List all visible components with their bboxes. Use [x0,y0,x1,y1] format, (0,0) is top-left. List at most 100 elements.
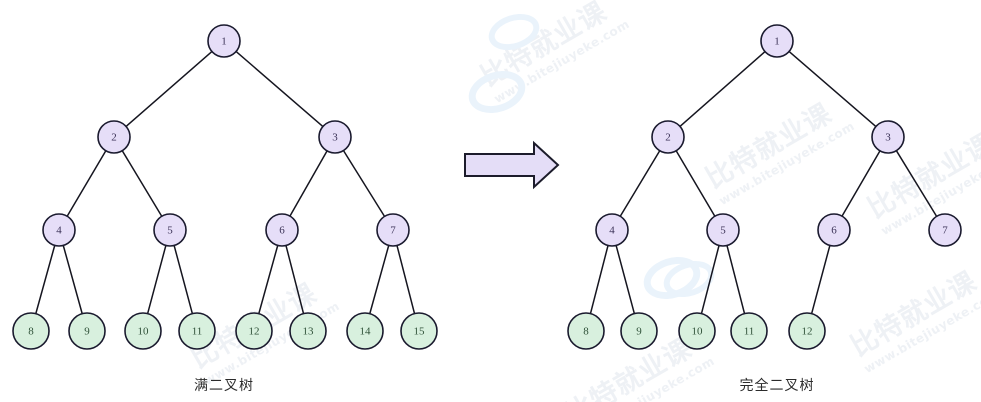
full-tree-node-6[interactable]: 6 [265,213,299,247]
node-label: 13 [303,326,315,338]
node-circle [400,312,438,350]
node-circle [730,312,768,350]
node-label: 1 [774,36,780,48]
full-tree-node-7[interactable]: 7 [376,213,410,247]
complete-tree-node-10[interactable]: 10 [678,312,716,350]
right-block-arrow-icon [464,140,560,190]
node-circle [760,24,794,58]
tree-edge [34,243,56,315]
node-label: 8 [28,326,34,338]
full-tree-node-11[interactable]: 11 [178,312,216,350]
node-circle [346,312,384,350]
complete-tree-node-12[interactable]: 12 [788,312,826,350]
node-circle [42,213,76,247]
full-tree-node-12[interactable]: 12 [235,312,273,350]
node-circle [153,213,187,247]
node-circle [376,213,410,247]
tree-edge [840,148,882,218]
node-circle [12,312,50,350]
node-circle [124,312,162,350]
full-tree-node-3[interactable]: 3 [318,120,352,154]
complete-tree-node-4[interactable]: 4 [595,213,629,247]
complete-binary-tree-caption: 完全二叉树 [740,377,815,394]
tree-edge [725,243,746,315]
node-label: 6 [831,225,837,237]
node-label: 6 [279,225,285,237]
full-tree-node-15[interactable]: 15 [400,312,438,350]
node-circle [68,312,106,350]
node-circle [567,312,605,350]
node-circle [289,312,327,350]
full-tree-node-4[interactable]: 4 [42,213,76,247]
node-circle [318,120,352,154]
node-circle [235,312,273,350]
tree-edge [368,243,390,315]
tree-edge [810,243,832,315]
complete-tree-node-11[interactable]: 11 [730,312,768,350]
full-tree-node-10[interactable]: 10 [124,312,162,350]
tree-edge [257,243,279,315]
node-label: 5 [167,225,173,237]
node-circle [928,213,962,247]
node-label: 9 [84,326,90,338]
node-label: 1 [221,36,227,48]
full-tree-node-5[interactable]: 5 [153,213,187,247]
tree-edge [395,243,416,315]
node-label: 7 [942,225,948,237]
node-label: 7 [390,225,396,237]
tree-edge [146,243,168,315]
node-label: 8 [583,326,589,338]
node-label: 4 [609,225,615,237]
node-circle [265,213,299,247]
node-label: 12 [802,326,813,338]
full-tree-node-1[interactable]: 1 [207,24,241,58]
node-circle [620,312,658,350]
tree-edge [234,49,325,128]
complete-tree-node-3[interactable]: 3 [871,120,905,154]
node-label: 3 [332,132,338,144]
node-circle [706,213,740,247]
tree-edge [288,148,329,218]
full-tree-node-2[interactable]: 2 [97,120,131,154]
node-label: 11 [744,326,755,338]
node-circle [651,120,685,154]
tree-edge [589,243,610,315]
complete-tree-node-8[interactable]: 8 [567,312,605,350]
tree-edge [894,148,938,218]
full-tree-node-13[interactable]: 13 [289,312,327,350]
complete-tree-node-6[interactable]: 6 [817,213,851,247]
tree-edge [62,243,84,315]
tree-edge [65,148,108,218]
node-label: 5 [720,225,726,237]
complete-tree-node-1[interactable]: 1 [760,24,794,58]
tree-edge [678,49,767,128]
node-label: 11 [192,326,203,338]
node-circle [207,24,241,58]
complete-binary-tree-edges [589,49,938,315]
node-circle [871,120,905,154]
tree-edge [341,148,386,218]
full-binary-tree-caption: 满二叉树 [194,378,254,394]
complete-tree-node-2[interactable]: 2 [651,120,685,154]
tree-edge [614,243,636,315]
tree-edge [700,243,721,315]
node-label: 12 [249,326,260,338]
tree-edge [120,148,163,218]
node-label: 2 [665,132,671,144]
node-label: 15 [414,326,426,338]
tree-edge [674,148,717,218]
complete-tree-node-5[interactable]: 5 [706,213,740,247]
full-tree-node-8[interactable]: 8 [12,312,50,350]
full-tree-node-14[interactable]: 14 [346,312,384,350]
full-binary-tree-edges [34,49,416,315]
complete-tree-node-9[interactable]: 9 [620,312,658,350]
complete-tree-node-7[interactable]: 7 [928,213,962,247]
node-circle [817,213,851,247]
node-label: 9 [636,326,642,338]
node-label: 2 [111,132,117,144]
full-tree-node-9[interactable]: 9 [68,312,106,350]
